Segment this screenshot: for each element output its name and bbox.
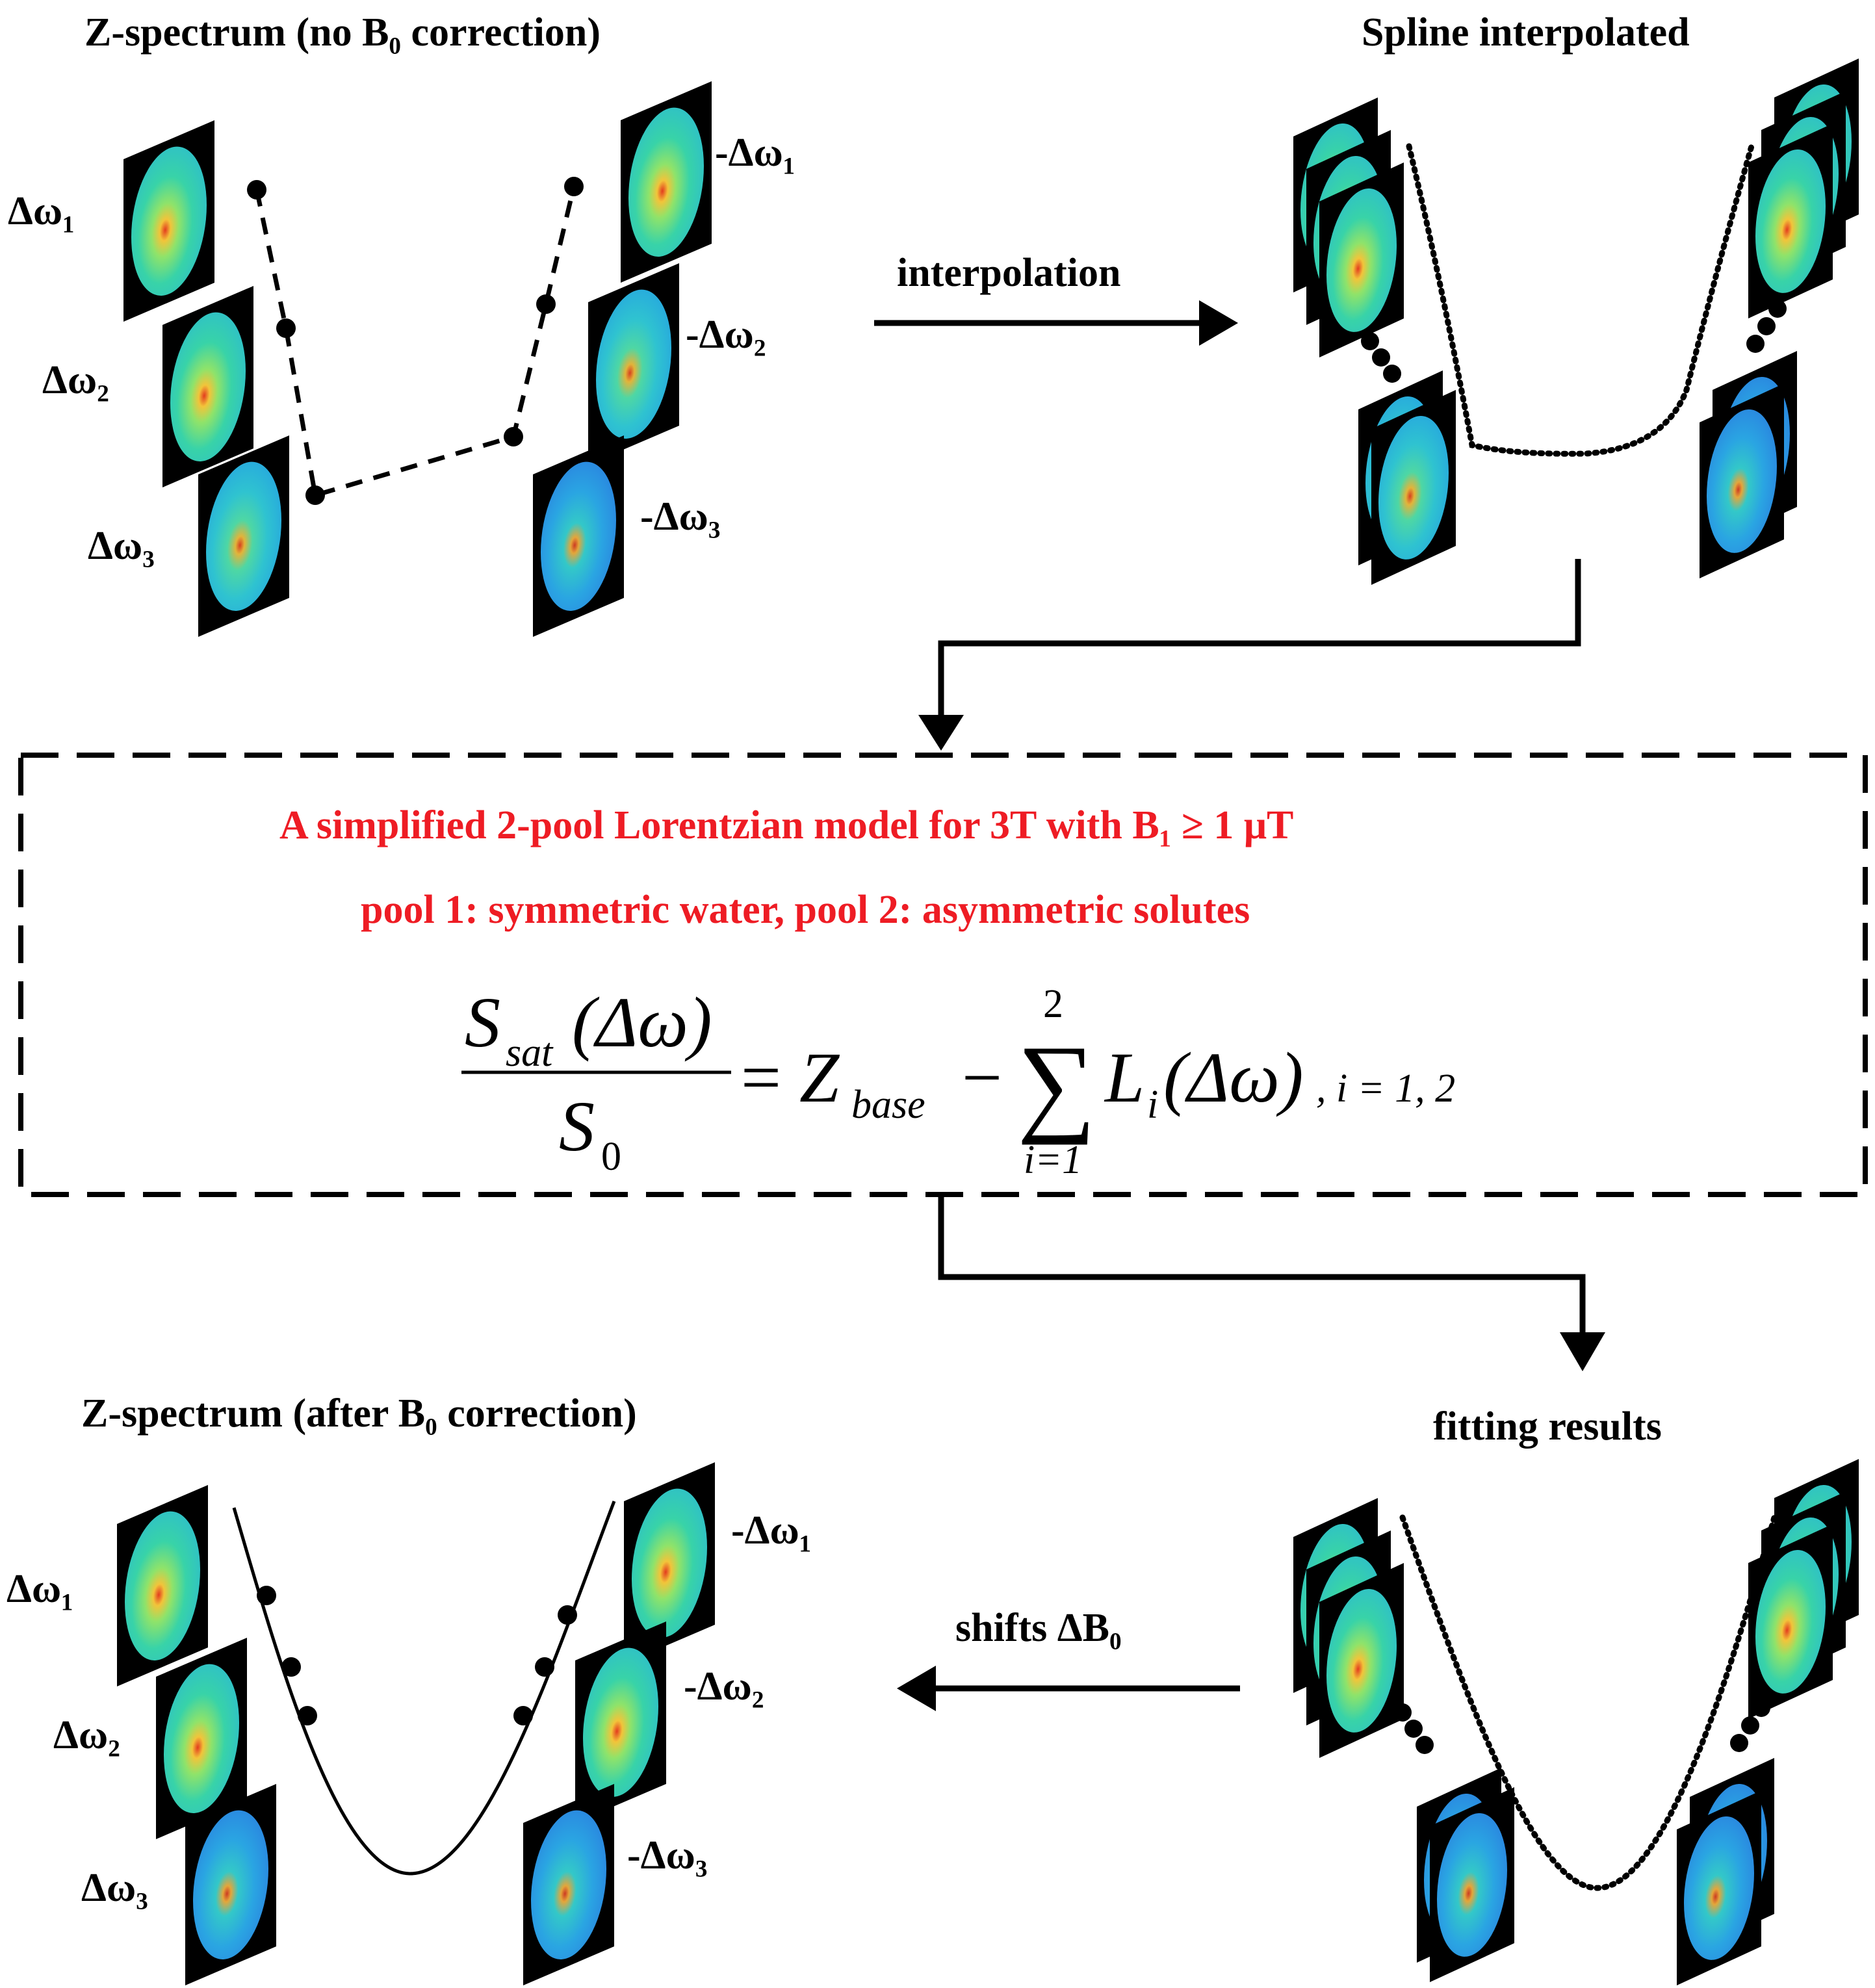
svg-text:i=1: i=1 [1024,1138,1082,1182]
svg-text:2: 2 [1043,982,1063,1026]
model-pools: pool 1: symmetric water, pool 2: asymmet… [361,888,1250,932]
svg-text:0: 0 [601,1135,621,1179]
offset-label-neg3: -Δω₃ [640,495,720,539]
ellipsis-dots-icon [1730,1699,1770,1752]
brain-map-pos1 [123,120,214,322]
svg-text:S: S [559,1087,595,1166]
offset-label-pos1: Δω₁ [8,189,75,233]
brain-stack-bottom-right-bottom [1677,1758,1774,1985]
shifts-label: shifts ΔB₀ [955,1606,1122,1650]
svg-text:∑: ∑ [1017,1023,1096,1145]
title-no-b0-correction: Z-spectrum (no B₀ correction) [84,10,601,55]
title-spline-interpolated: Spline interpolated [1362,10,1690,55]
spline-curve [1406,143,1755,457]
brain-map-corrected-pos2 [156,1638,247,1839]
corrected-offset-label-neg3: -Δω₃ [627,1833,707,1878]
offset-label-pos3: Δω₃ [88,524,155,568]
brain-map-neg2 [588,263,679,465]
brain-stack-top-bottom-left [1358,370,1456,585]
brain-stack-top-bottom-right [1700,351,1797,578]
ellipsis-dots-icon [1393,1703,1434,1754]
svg-text:base: base [851,1083,925,1127]
brain-map-corrected-neg1 [624,1462,715,1664]
brain-map-neg3 [533,435,624,637]
svg-text:S: S [465,983,500,1062]
brain-map-corrected-neg3 [523,1784,614,1985]
brain-stack-top-left [1293,97,1404,357]
brain-stack-bottom-left-bottom [1417,1768,1514,1982]
corrected-z-spectrum [232,1501,616,1876]
svg-text:i: i [1147,1083,1158,1127]
svg-text:−: − [962,1038,1002,1117]
brain-map-corrected-pos3 [185,1784,276,1985]
offset-label-pos2: Δω₂ [42,358,109,402]
brain-map-corrected-pos1 [117,1485,208,1686]
svg-text:(Δω): (Δω) [572,983,712,1062]
brain-stack-bottom-left-top [1293,1498,1404,1758]
corrected-offset-label-neg2: -Δω₂ [684,1664,764,1709]
interpolation-label: interpolation [897,251,1120,295]
interpolation-arrow [874,300,1238,346]
corrected-offset-label-pos3: Δω₃ [81,1866,148,1910]
brain-map-corrected-neg2 [575,1621,666,1823]
ellipsis-dots-icon [1746,300,1787,353]
dashed-z-spectrum [247,177,584,505]
model-title: A simplified 2-pool Lorentzian model for… [279,803,1293,847]
fitted-curve [1399,1514,1778,1891]
svg-text:=: = [741,1038,781,1117]
corrected-offset-label-pos2: Δω₂ [53,1713,120,1757]
svg-text:, i = 1, 2: , i = 1, 2 [1316,1066,1455,1111]
svg-text:(Δω): (Δω) [1163,1038,1304,1117]
title-after-b0-correction: Z-spectrum (after B₀ correction) [81,1391,637,1436]
brain-stack-top-right [1748,58,1859,318]
connector-to-fitting [938,1194,1605,1371]
offset-label-neg1: -Δω₁ [715,131,795,175]
corrected-offset-label-neg1: -Δω₁ [731,1508,811,1553]
svg-text:L: L [1104,1038,1144,1117]
corrected-offset-label-pos1: Δω₁ [6,1567,73,1611]
ellipsis-dots-icon [1361,332,1401,383]
svg-text:Z: Z [799,1038,840,1117]
brain-map-pos3 [198,435,289,637]
connector-to-model [918,559,1581,751]
title-fitting-results: fitting results [1433,1404,1662,1449]
brain-map-pos2 [162,286,253,487]
shifts-arrow [897,1666,1240,1711]
brain-map-neg1 [621,81,712,283]
brain-stack-bottom-right-top [1748,1459,1859,1719]
svg-text:sat: sat [506,1031,554,1075]
offset-label-neg2: -Δω₂ [686,313,766,357]
model-equation: S sat (Δω) S 0 = Z base − ∑ 2 i=1 L i (Δ… [461,982,1455,1182]
